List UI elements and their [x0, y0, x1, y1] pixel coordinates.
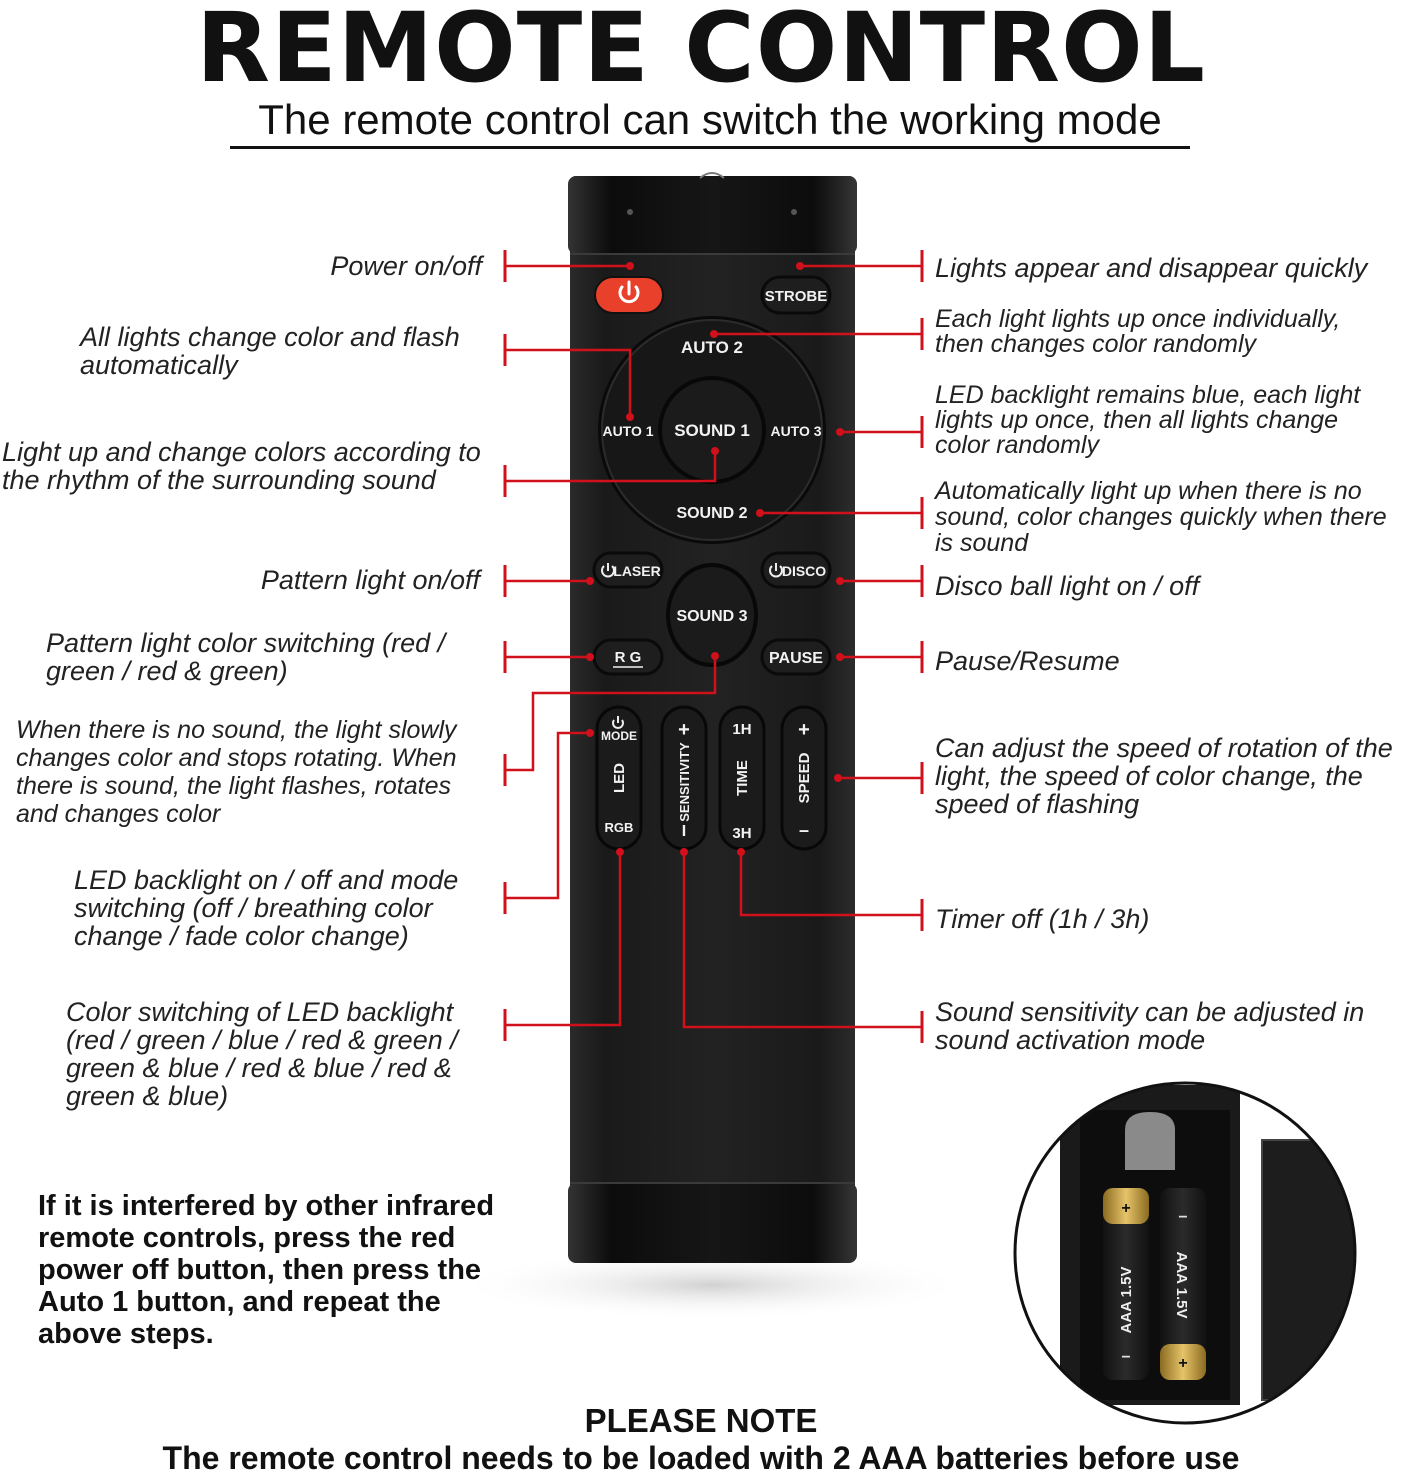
- sensitivity-plus[interactable]: +: [678, 719, 690, 741]
- callout-mode: [505, 731, 590, 900]
- label-sound1: Light up and change colors according to …: [2, 437, 481, 495]
- time-1h[interactable]: 1H: [732, 721, 751, 738]
- battery-1-minus: −: [1121, 1349, 1130, 1366]
- battery-1-plus: +: [1121, 1200, 1130, 1217]
- led-rocker[interactable]: MODE LED RGB: [595, 705, 643, 851]
- label-speed: Can adjust the speed of rotation of the …: [935, 733, 1393, 819]
- battery-2-minus: −: [1178, 1209, 1187, 1226]
- label-sound2: Automatically light up when there is no …: [935, 477, 1387, 557]
- callout-dots: [586, 262, 844, 856]
- callout-time: [739, 852, 922, 917]
- laser-label: LASER: [613, 563, 660, 579]
- rg-label: R G: [615, 649, 642, 666]
- interference-note: If it is interfered by other infrared re…: [38, 1190, 495, 1350]
- time-3h[interactable]: 3H: [732, 825, 751, 842]
- battery-inset: + AAA 1.5V − − AAA 1.5V +: [1013, 1081, 1357, 1425]
- sound3-button[interactable]: SOUND 3: [666, 563, 758, 667]
- speed-rocker[interactable]: + SPEED –: [780, 705, 828, 851]
- laser-power-icon: [601, 563, 615, 578]
- disco-power-icon: [769, 563, 783, 578]
- time-label: TIME: [734, 760, 751, 796]
- strobe-label: STROBE: [765, 288, 828, 305]
- led-label: LED: [611, 763, 628, 793]
- label-sensitivity: Sound sensitivity can be adjusted in sou…: [935, 997, 1365, 1055]
- label-strobe: Lights appear and disappear quickly: [935, 253, 1368, 283]
- speed-label: SPEED: [796, 752, 813, 803]
- please-note-text: The remote control needs to be loaded wi…: [162, 1440, 1240, 1476]
- disco-label: DISCO: [782, 563, 826, 579]
- callout-auto1: [505, 348, 632, 417]
- page-title: REMOTE CONTROL: [196, 0, 1206, 104]
- sensitivity-minus[interactable]: I: [682, 823, 686, 840]
- label-sound3: When there is no sound, the light slowly…: [16, 716, 457, 828]
- laser-button[interactable]: LASER: [592, 551, 664, 589]
- callout-rgb: [505, 852, 622, 1027]
- rgb-label: RGB: [605, 820, 634, 835]
- time-rocker[interactable]: 1H TIME 3H: [718, 705, 766, 851]
- label-auto3: LED backlight remains blue, each light l…: [935, 381, 1361, 459]
- page-subtitle: The remote control can switch the workin…: [230, 96, 1190, 149]
- sensitivity-rocker[interactable]: + SENSITIVITY I: [660, 705, 708, 851]
- callout-sensitivity: [682, 852, 922, 1029]
- auto1-button[interactable]: AUTO 1: [602, 423, 653, 439]
- speed-minus[interactable]: –: [799, 820, 809, 840]
- label-rgb: Color switching of LED backlight (red / …: [66, 997, 458, 1111]
- callout-ticks: [503, 250, 924, 1043]
- callout-sound3: [505, 656, 717, 772]
- battery-1: + AAA 1.5V −: [1103, 1188, 1149, 1380]
- battery-2: − AAA 1.5V +: [1160, 1188, 1206, 1380]
- label-disco: Disco ball light on / off: [935, 571, 1200, 601]
- label-time: Timer off (1h / 3h): [935, 904, 1150, 934]
- sound1-button[interactable]: SOUND 1: [658, 376, 766, 484]
- sound1-label: SOUND 1: [674, 421, 750, 440]
- battery-1-label: AAA 1.5V: [1118, 1267, 1135, 1334]
- speed-plus[interactable]: +: [798, 719, 810, 741]
- label-auto1: All lights change color and flash automa…: [80, 322, 460, 380]
- rg-button[interactable]: R G: [592, 638, 664, 676]
- pause-label: PAUSE: [769, 650, 823, 667]
- battery-2-plus: +: [1178, 1355, 1187, 1372]
- callout-lines: [505, 264, 922, 1029]
- label-power: Power on/off: [330, 251, 482, 281]
- auto3-button[interactable]: AUTO 3: [770, 423, 821, 439]
- remote-shadow: [452, 1250, 972, 1320]
- sound2-button[interactable]: SOUND 2: [676, 505, 747, 522]
- pause-button[interactable]: PAUSE: [760, 638, 832, 676]
- sound3-label: SOUND 3: [676, 608, 747, 625]
- label-rg: Pattern light color switching (red / gre…: [46, 628, 446, 686]
- power-icon: [618, 280, 640, 304]
- label-laser: Pattern light on/off: [260, 565, 480, 595]
- mode-power-icon: [612, 716, 624, 729]
- label-mode: LED backlight on / off and mode switchin…: [74, 865, 459, 951]
- battery-2-label: AAA 1.5V: [1173, 1252, 1190, 1319]
- sensitivity-label: SENSITIVITY: [677, 742, 692, 822]
- auto2-button[interactable]: AUTO 2: [681, 338, 743, 357]
- label-auto2: Each light lights up once individually, …: [935, 305, 1341, 358]
- please-note-title: PLEASE NOTE: [584, 1402, 818, 1439]
- disco-button[interactable]: DISCO: [760, 551, 832, 589]
- callout-sound1: [505, 451, 717, 483]
- mode-label: MODE: [601, 729, 637, 743]
- strobe-button[interactable]: STROBE: [760, 275, 832, 315]
- label-pause: Pause/Resume: [935, 646, 1120, 676]
- power-button[interactable]: [594, 276, 664, 314]
